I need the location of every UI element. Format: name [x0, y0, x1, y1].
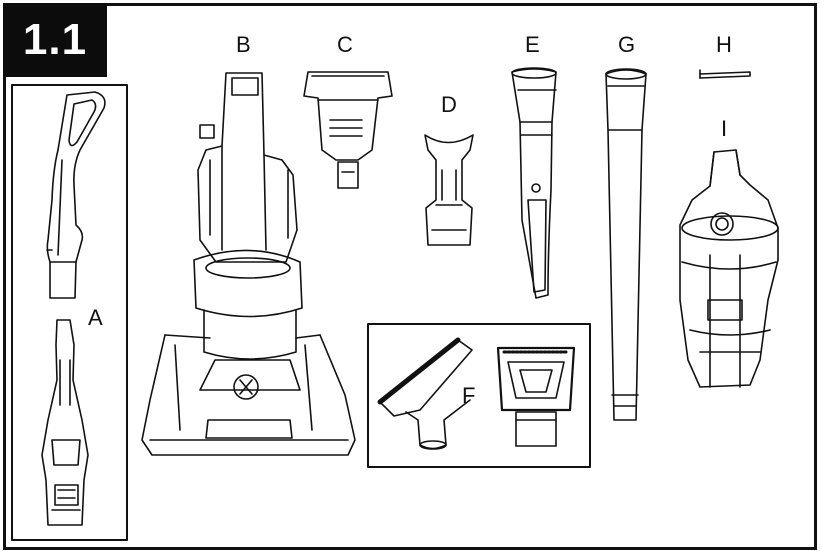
part-f-label: F: [462, 383, 476, 408]
part-g-extension-wand: [606, 69, 646, 420]
figure-number-badge: 1.1: [3, 3, 107, 77]
part-b-vacuum-body: [142, 73, 355, 455]
part-h-label: H: [716, 32, 732, 57]
part-a-handle-lower: [42, 320, 88, 525]
part-i-dust-bin: [680, 150, 778, 387]
part-e-label: E: [525, 32, 540, 57]
diagram-frame: [3, 3, 817, 550]
part-c-floor-tool: [304, 72, 392, 188]
part-a-handle-upper: [47, 92, 105, 298]
part-d-adapter: [425, 135, 473, 245]
part-i-label: I: [721, 116, 728, 141]
part-c-label: C: [337, 32, 353, 57]
part-e-crevice-tool: [512, 68, 556, 298]
part-b-label: B: [236, 32, 251, 57]
part-f-box: [368, 324, 590, 467]
part-g-label: G: [618, 32, 636, 57]
part-f-dusting-brush: [498, 348, 574, 446]
part-a-label: A: [88, 305, 103, 330]
part-h-screw: [700, 70, 750, 78]
part-d-label: D: [441, 92, 457, 117]
part-a-box: [12, 85, 127, 540]
part-f-upholstery-tool: [380, 340, 472, 449]
